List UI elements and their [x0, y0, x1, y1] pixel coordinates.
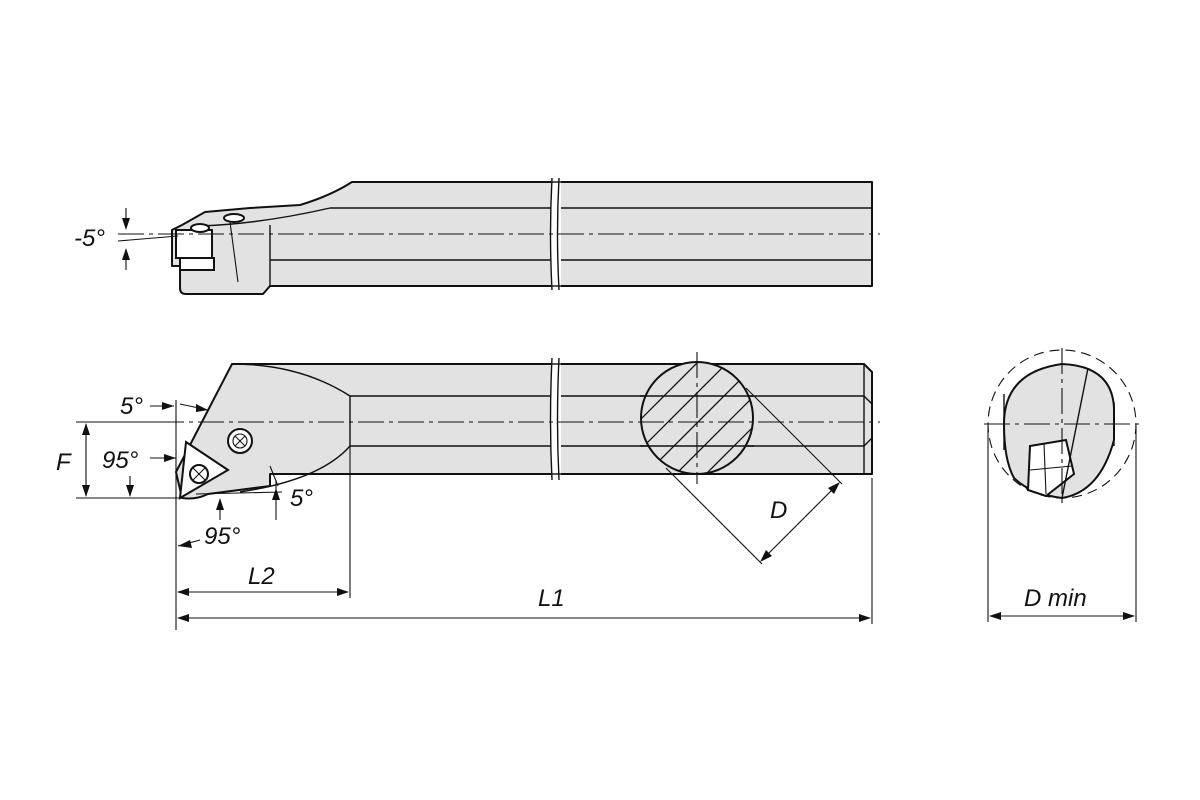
dimension-d-label: D	[770, 497, 787, 524]
top-view-shank	[171, 181, 873, 295]
main-view: 5° F 95° 5° 95° L2 L	[56, 352, 880, 630]
angle-5-bottom-label: 5°	[290, 485, 313, 512]
break-gap-main	[551, 358, 561, 480]
dimension-f-label: F	[56, 449, 72, 476]
dimension-l1-label: L1	[538, 585, 565, 612]
end-view: D min	[984, 348, 1140, 622]
top-view-insert	[175, 229, 213, 259]
top-view: -5°	[74, 177, 880, 295]
neck-curve-top	[231, 363, 351, 397]
dimension-l2-label: L2	[248, 563, 275, 590]
main-view-shank	[175, 363, 873, 500]
neck-curve-bottom	[239, 445, 351, 493]
top-view-clamp-line	[229, 221, 239, 283]
top-view-insert-seat	[179, 257, 215, 271]
top-view-neck-curve	[199, 207, 331, 227]
break-line-b	[556, 177, 560, 291]
angle-95-bottom-label: 95°	[204, 523, 241, 550]
dimension-dmin-label: D min	[1024, 585, 1087, 612]
angle-95-left-label: 95°	[102, 447, 139, 474]
top-view-screw-hole	[190, 223, 210, 233]
break-gap-top	[551, 178, 561, 290]
angle-5-top-label: 5°	[120, 393, 143, 420]
top-view-screw-hole-2	[223, 213, 245, 223]
top-angle-label: -5°	[74, 225, 105, 252]
